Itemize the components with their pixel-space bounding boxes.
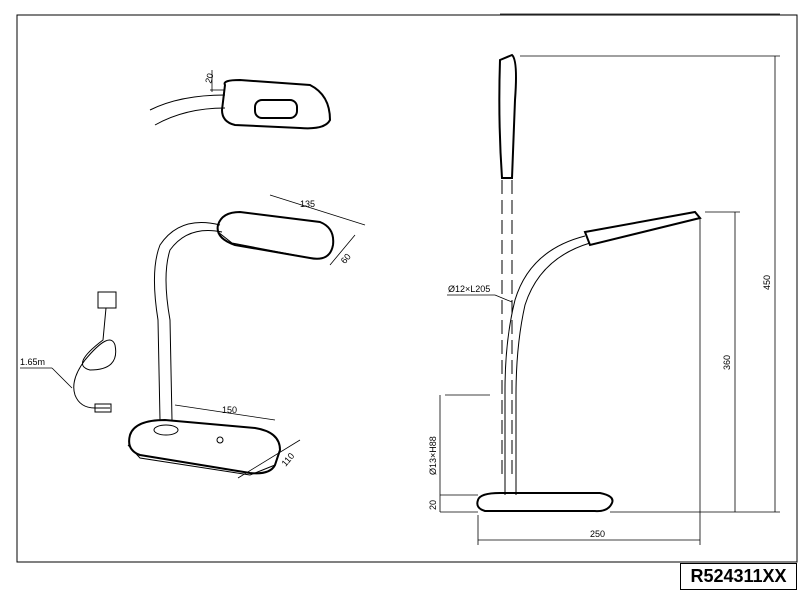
base-length-label: 150 [222,405,237,415]
model-number: R524311XX [680,563,797,590]
head-width-label: 60 [339,252,353,266]
base-width-label: 110 [279,451,296,468]
total-height-label: 450 [762,275,772,290]
head-length-label: 135 [300,199,315,209]
arm-height-label: 360 [722,355,732,370]
head-detail-view: 20 [149,70,332,130]
adapter-view: 1.65m [20,291,117,413]
stem-label: Ø13×H88 [428,436,438,475]
gooseneck-label: Ø12×L205 [448,284,490,294]
side-view: 450 360 Ø13×H88 20 Ø12×L205 250 [428,13,780,545]
cable-length-label: 1.65m [20,357,45,367]
base-height-label: 20 [428,500,438,510]
drawing-frame [16,14,798,563]
head-thickness-label: 20 [203,72,215,84]
perspective-view: 135 60 150 110 [127,194,366,479]
base-length-side-label: 250 [590,529,605,539]
